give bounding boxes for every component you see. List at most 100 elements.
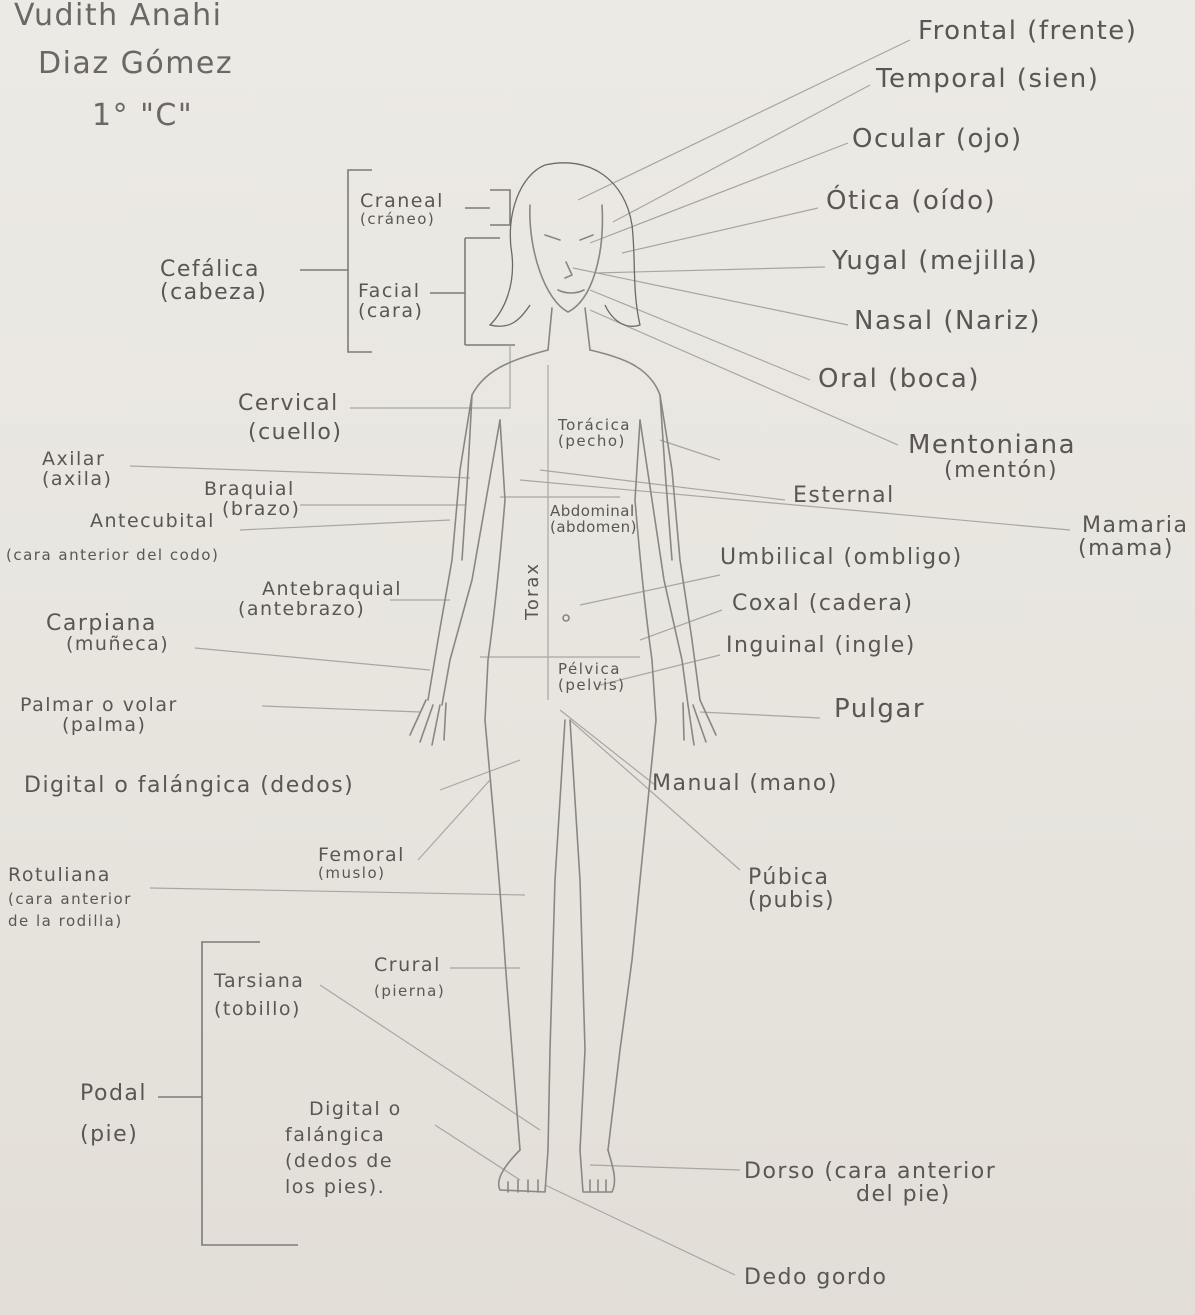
label-carpiana-main: Carpiana <box>46 612 169 635</box>
label-podal-main: Podal <box>80 1082 147 1105</box>
label-antecubital-main: Antecubital <box>90 512 215 532</box>
label-craneal-sub: (cráneo) <box>360 212 444 228</box>
label-torax: Torax <box>522 562 543 620</box>
author-name-line2: Diaz Gómez <box>38 48 233 80</box>
label-mamaria-sub: (mama) <box>1078 537 1189 560</box>
label-crural: Crural (pierna) <box>374 956 445 1000</box>
label-coxal: Coxal (cadera) <box>732 592 914 615</box>
label-frontal: Frontal (frente) <box>918 18 1137 45</box>
label-rotuliana-sub2: de la rodilla) <box>8 914 132 930</box>
label-nasal: Nasal (Nariz) <box>854 308 1041 335</box>
umbilical-leader <box>580 575 720 605</box>
label-dorso: Dorso (cara anterior del pie) <box>744 1160 996 1206</box>
label-cefalica: Cefálica (cabeza) <box>160 258 267 304</box>
label-craneal: Craneal (cráneo) <box>360 192 444 228</box>
label-facial-sub: (cara) <box>358 302 423 322</box>
femoral-leader <box>418 780 490 860</box>
label-axilar: Axilar (axila) <box>42 450 112 490</box>
label-antebraquial: Antebraquial (antebrazo) <box>238 580 402 620</box>
label-antecubital-sub: (cara anterior del codo) <box>6 548 219 564</box>
label-palmar-sub: (palma) <box>62 716 178 736</box>
label-abdominal: Abdominal (abdomen) <box>550 504 637 536</box>
antecubital-leader <box>240 520 450 530</box>
label-abdominal-sub: (abdomen) <box>550 520 637 536</box>
label-pulgar: Pulgar <box>834 696 925 723</box>
label-rotuliana-main: Rotuliana <box>8 866 132 886</box>
label-tarsiana-main: Tarsiana <box>214 972 304 992</box>
frontal-leader <box>578 40 910 200</box>
label-femoral-sub: (muslo) <box>318 866 405 882</box>
label-antebraquial-sub: (antebrazo) <box>238 600 402 620</box>
label-digital: Digital o falángica (dedos) <box>24 774 354 797</box>
label-rotuliana: Rotuliana (cara anterior de la rodilla) <box>8 866 132 929</box>
rotuliana-leader <box>150 888 525 895</box>
author-group: 1° "C" <box>92 100 193 132</box>
yugal-leader <box>595 267 825 273</box>
label-inguinal: Inguinal (ingle) <box>726 634 916 657</box>
label-dorso-main: Dorso (cara anterior <box>744 1160 996 1183</box>
nasal-leader <box>573 268 848 325</box>
pulgar-leader <box>700 712 820 718</box>
label-braquial-sub: (brazo) <box>222 500 300 520</box>
label-crural-main: Crural <box>374 956 445 976</box>
label-mamaria: Mamaria (mama) <box>1082 514 1189 560</box>
label-pelvica-sub: (pelvis) <box>558 678 625 694</box>
label-cervical-sub: (cuello) <box>248 421 342 444</box>
oral-leader <box>590 290 810 380</box>
label-dedo-gordo: Dedo gordo <box>744 1266 887 1289</box>
manual-leader <box>560 710 655 785</box>
label-otica: Ótica (oído) <box>826 188 996 215</box>
label-tarsiana: Tarsiana (tobillo) <box>214 972 304 1020</box>
label-braquial-main: Braquial <box>204 480 300 500</box>
label-facial: Facial (cara) <box>358 282 423 322</box>
label-pubica-main: Púbica <box>748 866 835 889</box>
label-ocular: Ocular (ojo) <box>852 126 1023 153</box>
label-carpiana-sub: (muñeca) <box>66 635 169 655</box>
label-oral: Oral (boca) <box>818 366 980 393</box>
label-podal: Podal (pie) <box>80 1082 147 1146</box>
label-mentoniana-sub: (mentón) <box>944 459 1076 482</box>
ocular-leader <box>590 143 848 243</box>
label-facial-main: Facial <box>358 282 423 302</box>
label-mentoniana: Mentoniana (mentón) <box>908 432 1076 482</box>
label-femoral-main: Femoral <box>318 846 405 866</box>
author-name-line1: Vudith Anahi <box>14 0 222 32</box>
label-palmar-main: Palmar o volar <box>20 696 178 716</box>
carpiana-leader <box>195 648 430 670</box>
label-cervical-main: Cervical <box>238 392 342 415</box>
label-manual: Manual (mano) <box>652 772 838 795</box>
label-carpiana: Carpiana (muñeca) <box>46 612 169 655</box>
label-pubica-sub: (pubis) <box>748 889 835 912</box>
facial-bracket <box>430 238 515 345</box>
label-esternal: Esternal <box>793 484 895 507</box>
label-palmar: Palmar o volar (palma) <box>20 696 178 736</box>
label-umbilical: Umbilical (ombligo) <box>720 546 963 569</box>
label-pelvica: Pélvica (pelvis) <box>558 662 625 694</box>
label-digital-pie-line1: Digital o <box>309 1100 402 1120</box>
label-podal-sub: (pie) <box>80 1123 147 1146</box>
label-yugal: Yugal (mejilla) <box>832 248 1038 275</box>
otica-leader <box>622 208 818 253</box>
label-axilar-main: Axilar <box>42 450 112 470</box>
label-crural-sub: (pierna) <box>374 984 445 1000</box>
digital-leader <box>440 760 520 790</box>
label-dorso-sub: del pie) <box>856 1183 996 1206</box>
coxal-leader <box>640 610 722 640</box>
label-craneal-main: Craneal <box>360 192 444 212</box>
digital-pie-leader <box>435 1125 520 1180</box>
label-braquial: Braquial (brazo) <box>204 480 300 520</box>
label-femoral: Femoral (muslo) <box>318 846 405 882</box>
label-digital-pie-line4: los pies). <box>285 1178 402 1198</box>
label-mentoniana-main: Mentoniana <box>908 432 1076 459</box>
dedo-gordo-leader <box>545 1185 735 1275</box>
label-cefalica-sub: (cabeza) <box>160 281 267 304</box>
axilar-leader <box>130 466 470 478</box>
label-digital-pie-line2: falángica <box>285 1126 402 1146</box>
label-cefalica-main: Cefálica <box>160 258 267 281</box>
label-temporal: Temporal (sien) <box>876 66 1099 93</box>
label-toracica: Torácica (pecho) <box>558 418 631 450</box>
label-digital-pie-line3: (dedos de <box>285 1152 402 1172</box>
craneal-bracket <box>465 190 510 225</box>
label-antebraquial-main: Antebraquial <box>262 580 402 600</box>
